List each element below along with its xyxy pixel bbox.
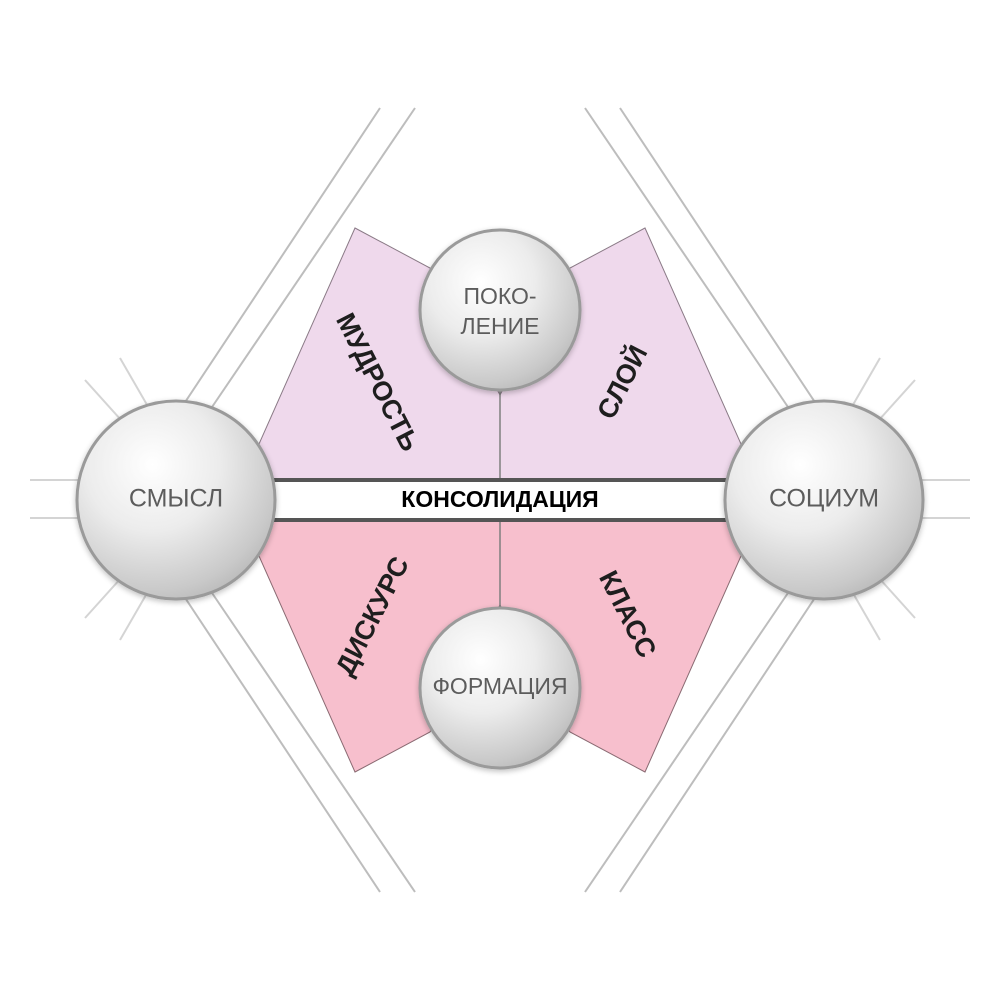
node-top [418, 228, 582, 392]
node-top-sphere [418, 228, 582, 392]
node-bottom [418, 606, 582, 770]
node-top-label-line2: ЛЕНИЕ [461, 313, 540, 339]
node-bottom-sphere [418, 606, 582, 770]
frame-line-upper-right-outer [619, 107, 841, 441]
node-left-sphere [75, 399, 277, 601]
frame-line-upper-right-inner [584, 107, 791, 411]
frame-lines [159, 107, 841, 893]
frame-line-upper-left-inner [209, 107, 416, 411]
node-left-label: СМЫСЛ [129, 485, 223, 513]
node-top-label-line1: ПОКО- [463, 283, 536, 309]
ray [849, 357, 881, 411]
ray [849, 587, 881, 641]
frame-line-lower-left-inner [209, 589, 416, 893]
frame-line-upper-left-outer [159, 107, 381, 441]
ray [119, 357, 151, 411]
ray [119, 587, 151, 641]
node-right-label: СОЦИУМ [769, 485, 879, 513]
frame-line-lower-left-outer [159, 559, 381, 893]
node-right [723, 399, 925, 601]
consolidation-label: КОНСОЛИДАЦИЯ [401, 486, 598, 512]
node-left [75, 399, 277, 601]
node-bottom-label: ФОРМАЦИЯ [432, 673, 567, 699]
frame-line-lower-right-inner [584, 589, 791, 893]
node-right-sphere [723, 399, 925, 601]
frame-line-lower-right-outer [619, 559, 841, 893]
